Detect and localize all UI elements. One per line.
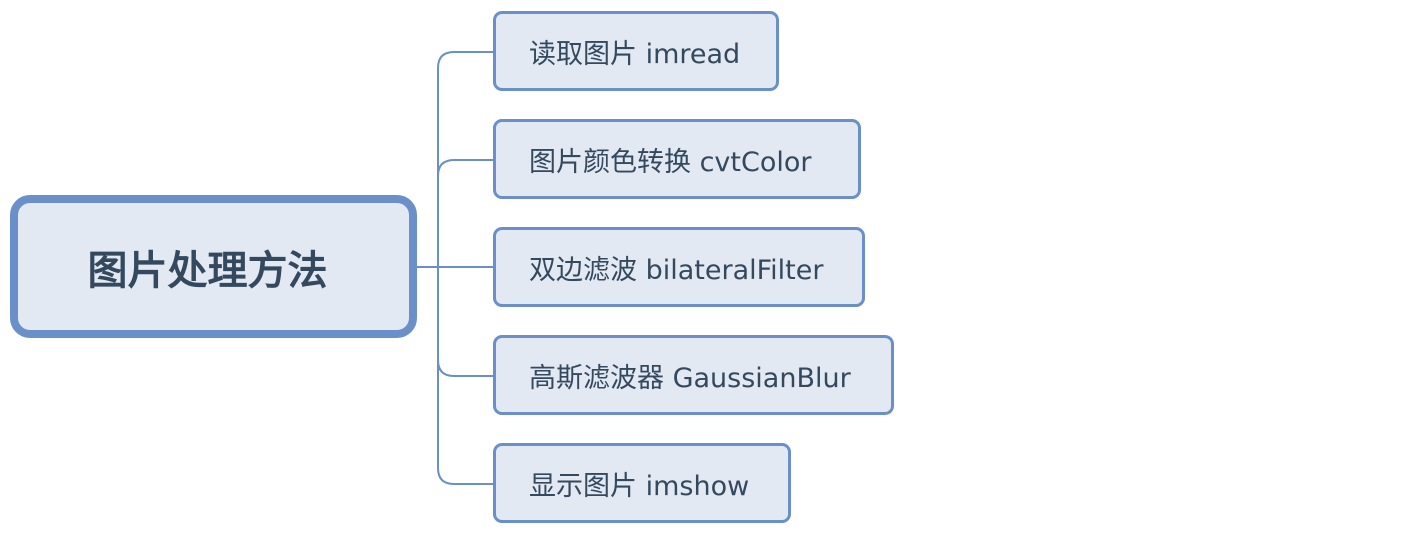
child-node-bilateralfilter: 双边滤波 bilateralFilter — [493, 227, 865, 307]
child-node-cvtcolor: 图片颜色转换 cvtColor — [493, 119, 861, 199]
connector-branch-0 — [437, 51, 493, 267]
connector-branch-4 — [437, 267, 493, 485]
child-node-label: 显示图片 imshow — [529, 470, 750, 502]
child-node-label: 图片颜色转换 cvtColor — [529, 146, 812, 178]
child-node-imshow: 显示图片 imshow — [493, 443, 791, 523]
child-node-label: 读取图片 imread — [529, 38, 741, 70]
root-node-label: 图片处理方法 — [87, 247, 328, 294]
connector-branch-1 — [437, 159, 493, 177]
child-node-label: 双边滤波 bilateralFilter — [529, 254, 824, 286]
child-node-imread: 读取图片 imread — [493, 11, 779, 91]
child-node-label: 高斯滤波器 GaussianBlur — [529, 362, 851, 394]
connector-branch-3 — [437, 359, 493, 377]
child-node-gaussianblur: 高斯滤波器 GaussianBlur — [493, 335, 894, 415]
root-node: 图片处理方法 — [10, 195, 417, 338]
